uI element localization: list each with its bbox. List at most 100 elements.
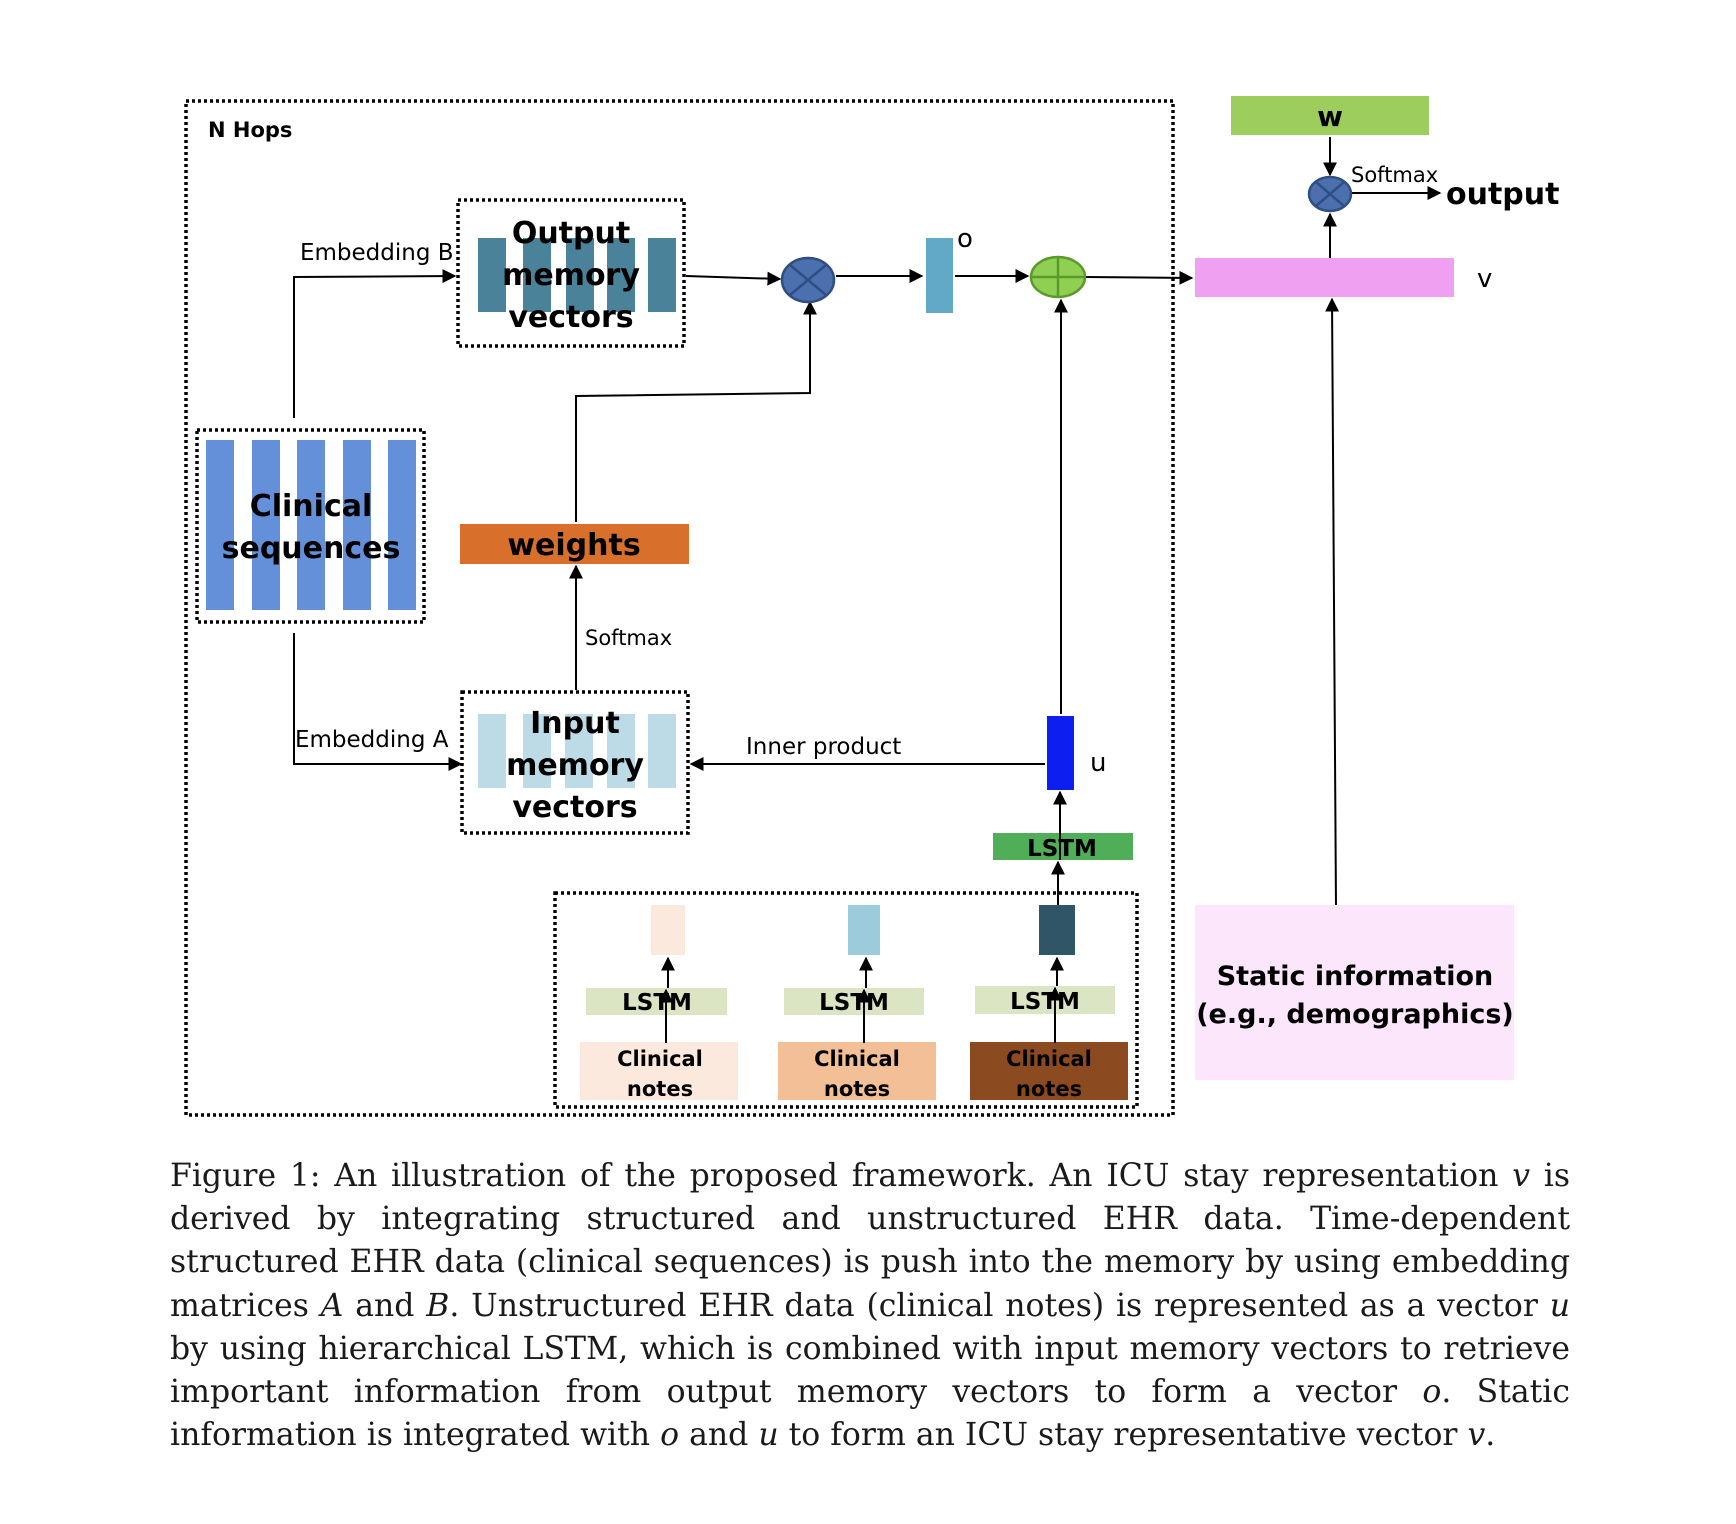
note-embedding-1 [651,905,685,955]
lstm-label-2: LSTM [819,990,889,1016]
caption-math-u: u [758,1417,779,1454]
n-hops-label: N Hops [208,118,292,142]
clinical-seq-bar [206,440,234,610]
caption-math-v: v [1467,1417,1486,1454]
framework-diagram: N Hops Output memory vectors Clinical se… [184,96,1559,1117]
n-hops-frame [184,99,1175,1117]
output-memory-label: Output memory vectors [502,216,640,335]
note-embedding-2 [848,905,880,955]
u-vector [1047,716,1074,790]
output-memory-bar [566,238,594,312]
clinical-sequences-label: Clinical sequences [222,489,401,566]
lstm-box-3 [975,986,1115,1014]
weights-box [460,524,689,564]
w-vector [1231,96,1429,135]
input-memory-label-line: vectors [512,790,637,825]
top-multiply-icon [1307,175,1353,213]
caption-text: by using hierarchical LSTM, which is com… [170,1330,1570,1411]
input-memory-bar [478,714,506,788]
clinical-notes-box-2 [778,1042,936,1100]
w-label: w [1317,100,1343,133]
note-embedding-3 [1039,905,1075,955]
caption-math-v: v [1512,1158,1530,1194]
input-memory-label: Input memory vectors [506,706,644,825]
o-vector [926,238,953,313]
v-label: v [1477,264,1492,294]
v-vector [1195,258,1454,297]
caption-math-u: u [1549,1287,1570,1324]
output-memory-to-multiply-arrow [685,271,782,286]
softmax-label: Softmax [585,626,672,650]
input-memory-bars [478,714,676,788]
weights-to-multiply-arrow [575,300,817,522]
clinical-seq-bar [297,440,325,610]
clinical-notes-label-1: notes [627,1077,693,1101]
embedding-b-label: Embedding B [300,240,454,266]
input-memory-bar [648,714,676,788]
clinical-notes-box-3 [970,1042,1128,1100]
caption-math-b: B [426,1287,450,1324]
clinical-notes-label-3: Clinical [1006,1047,1092,1071]
clinical-notes-label-2: notes [824,1077,890,1101]
u-label: u [1090,748,1106,778]
clinical-notes-frame [553,891,1139,1109]
o-label: o [957,224,973,254]
clinical-notes-label-2: Clinical [814,1047,900,1071]
lstm-top-box [993,833,1133,860]
static-information-label: Static information [1217,961,1494,992]
lstm-label-1: LSTM [622,990,692,1016]
output-memory-bars [478,238,676,312]
static-information-box [1195,905,1514,1080]
caption-text: to form an ICU stay representative vecto… [778,1417,1468,1454]
weights-label: weights [507,528,640,563]
clinical-seq-bar [343,440,371,610]
caption-text: Figure 1: An illustration of the propose… [170,1158,1513,1194]
lstm-box-2 [784,988,924,1015]
caption-text: . Unstructured EHR data (clinical notes)… [449,1287,1550,1324]
add-icon [1029,255,1087,299]
clinical-sequences-label-line: sequences [222,531,401,566]
embedding-a-label: Embedding A [295,727,449,753]
output-memory-label-line: vectors [508,300,633,335]
figure-caption: Figure 1: An illustration of the propose… [170,1155,1570,1457]
caption-math-o: o [660,1417,680,1454]
multiply-icon [780,256,836,304]
clinical-notes-label-3: notes [1016,1077,1082,1101]
output-memory-label-line: Output [512,216,630,251]
lstm-top-label: LSTM [1027,836,1097,862]
input-memory-label-line: Input [530,706,620,741]
clinical-seq-bar [388,440,416,610]
clinical-notes-box-1 [580,1042,738,1100]
caption-text: and [343,1287,427,1324]
output-label: output [1446,177,1559,212]
caption-text: is derived by integrating structured and… [170,1158,1570,1324]
lstm-label-3: LSTM [1010,989,1080,1015]
top-softmax-label: Softmax [1351,163,1438,187]
clinical-sequences-label-line: Clinical [250,489,373,524]
embedding-a-arrow [293,633,463,771]
lstm-box-1 [586,988,727,1015]
static-to-v-arrow [1325,297,1340,909]
caption-text: . Static information is integrated with [170,1374,1571,1454]
output-memory-label-line: memory [502,258,640,293]
output-memory-bar [648,238,676,312]
output-memory-bar [607,238,635,312]
clinical-notes-label-1: Clinical [617,1047,703,1071]
add-to-v-arrow [1085,270,1194,285]
caption-math-a: A [320,1287,344,1324]
clinical-sequences-bars [206,440,416,610]
input-memory-label-line: memory [506,748,644,783]
output-memory-bar [478,238,506,312]
static-information-label: (e.g., demographics) [1196,999,1514,1030]
output-memory-bar [523,238,551,312]
embedding-b-arrow [293,269,457,418]
caption-text: . [1485,1417,1496,1454]
input-memory-bar [523,714,551,788]
inner-product-label: Inner product [746,734,901,760]
input-memory-bar [565,714,593,788]
input-memory-bar [607,714,635,788]
clinical-seq-bar [252,440,280,610]
caption-math-o: o [1422,1374,1442,1411]
caption-text: and [679,1417,759,1454]
input-memory-frame [460,690,690,835]
